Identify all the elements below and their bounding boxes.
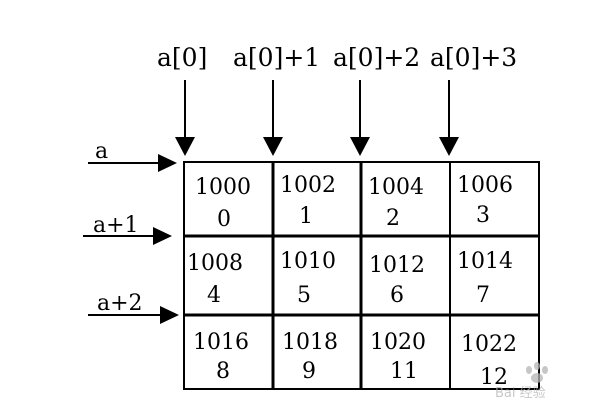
cell-index: 4 <box>207 283 221 308</box>
column-label: a[0]+2 <box>333 43 420 72</box>
cell-index: 3 <box>476 203 490 228</box>
cell-address: 1018 <box>282 330 338 355</box>
cell-address: 1006 <box>457 173 513 198</box>
grid-row: 1016 8 1018 9 1020 11 1022 12 <box>193 330 517 390</box>
memory-cell: 1004 2 <box>368 175 424 231</box>
cell-index: 8 <box>216 359 230 384</box>
row-label: a+1 <box>93 213 139 238</box>
cell-index: 6 <box>390 283 404 308</box>
watermark: Bai 经验 <box>495 362 548 401</box>
right-arrow-icon <box>88 154 177 172</box>
grid-row: 1000 0 1002 1 1004 2 1006 3 <box>195 173 513 232</box>
down-arrow-icon <box>175 80 195 156</box>
cell-index: 9 <box>302 359 316 384</box>
column-label: a[0] <box>157 43 207 72</box>
cell-address: 1020 <box>370 330 426 355</box>
down-arrow-icon <box>439 80 459 156</box>
cell-index: 5 <box>297 283 311 308</box>
cell-index: 1 <box>299 204 313 229</box>
grid-row: 1008 4 1010 5 1012 6 1014 7 <box>187 249 513 308</box>
memory-cell: 1006 3 <box>457 173 513 228</box>
cell-address: 1022 <box>461 332 517 357</box>
watermark-text: Bai 经验 <box>495 385 546 401</box>
cell-index: 11 <box>390 359 418 384</box>
row-arrows <box>83 154 179 324</box>
memory-cell: 1012 6 <box>369 253 425 308</box>
memory-cell: 1018 9 <box>282 330 338 384</box>
column-arrows <box>175 80 459 156</box>
memory-cell: 1010 5 <box>280 249 336 308</box>
cell-address: 1012 <box>369 253 425 278</box>
cell-address: 1004 <box>368 175 424 200</box>
memory-cell: 1008 4 <box>187 251 243 308</box>
memory-cell: 1002 1 <box>280 173 336 229</box>
cell-address: 1016 <box>193 330 249 355</box>
memory-cell: 1020 11 <box>370 330 426 384</box>
memory-cell: 1022 12 <box>461 332 517 390</box>
down-arrow-icon <box>263 80 283 156</box>
cell-index: 0 <box>217 207 231 232</box>
column-label: a[0]+1 <box>233 43 320 72</box>
right-arrow-icon <box>83 227 172 245</box>
down-arrow-icon <box>350 80 370 156</box>
right-arrow-icon <box>88 306 179 324</box>
memory-cell: 1000 0 <box>195 175 251 232</box>
cell-address: 1002 <box>280 173 336 198</box>
cell-index: 12 <box>480 365 508 390</box>
column-label: a[0]+3 <box>430 43 517 72</box>
row-label: a+2 <box>97 291 143 316</box>
cell-address: 1000 <box>195 175 251 200</box>
cell-index: 7 <box>476 283 490 308</box>
cell-address: 1008 <box>187 251 243 276</box>
row-label: a <box>95 139 108 164</box>
cell-index: 2 <box>386 206 400 231</box>
paw-logo-icon <box>526 362 548 383</box>
memory-cell: 1016 8 <box>193 330 249 384</box>
memory-cell: 1014 7 <box>457 249 513 308</box>
cell-address: 1010 <box>280 249 336 274</box>
memory-grid <box>183 161 540 390</box>
cell-address: 1014 <box>457 249 513 274</box>
